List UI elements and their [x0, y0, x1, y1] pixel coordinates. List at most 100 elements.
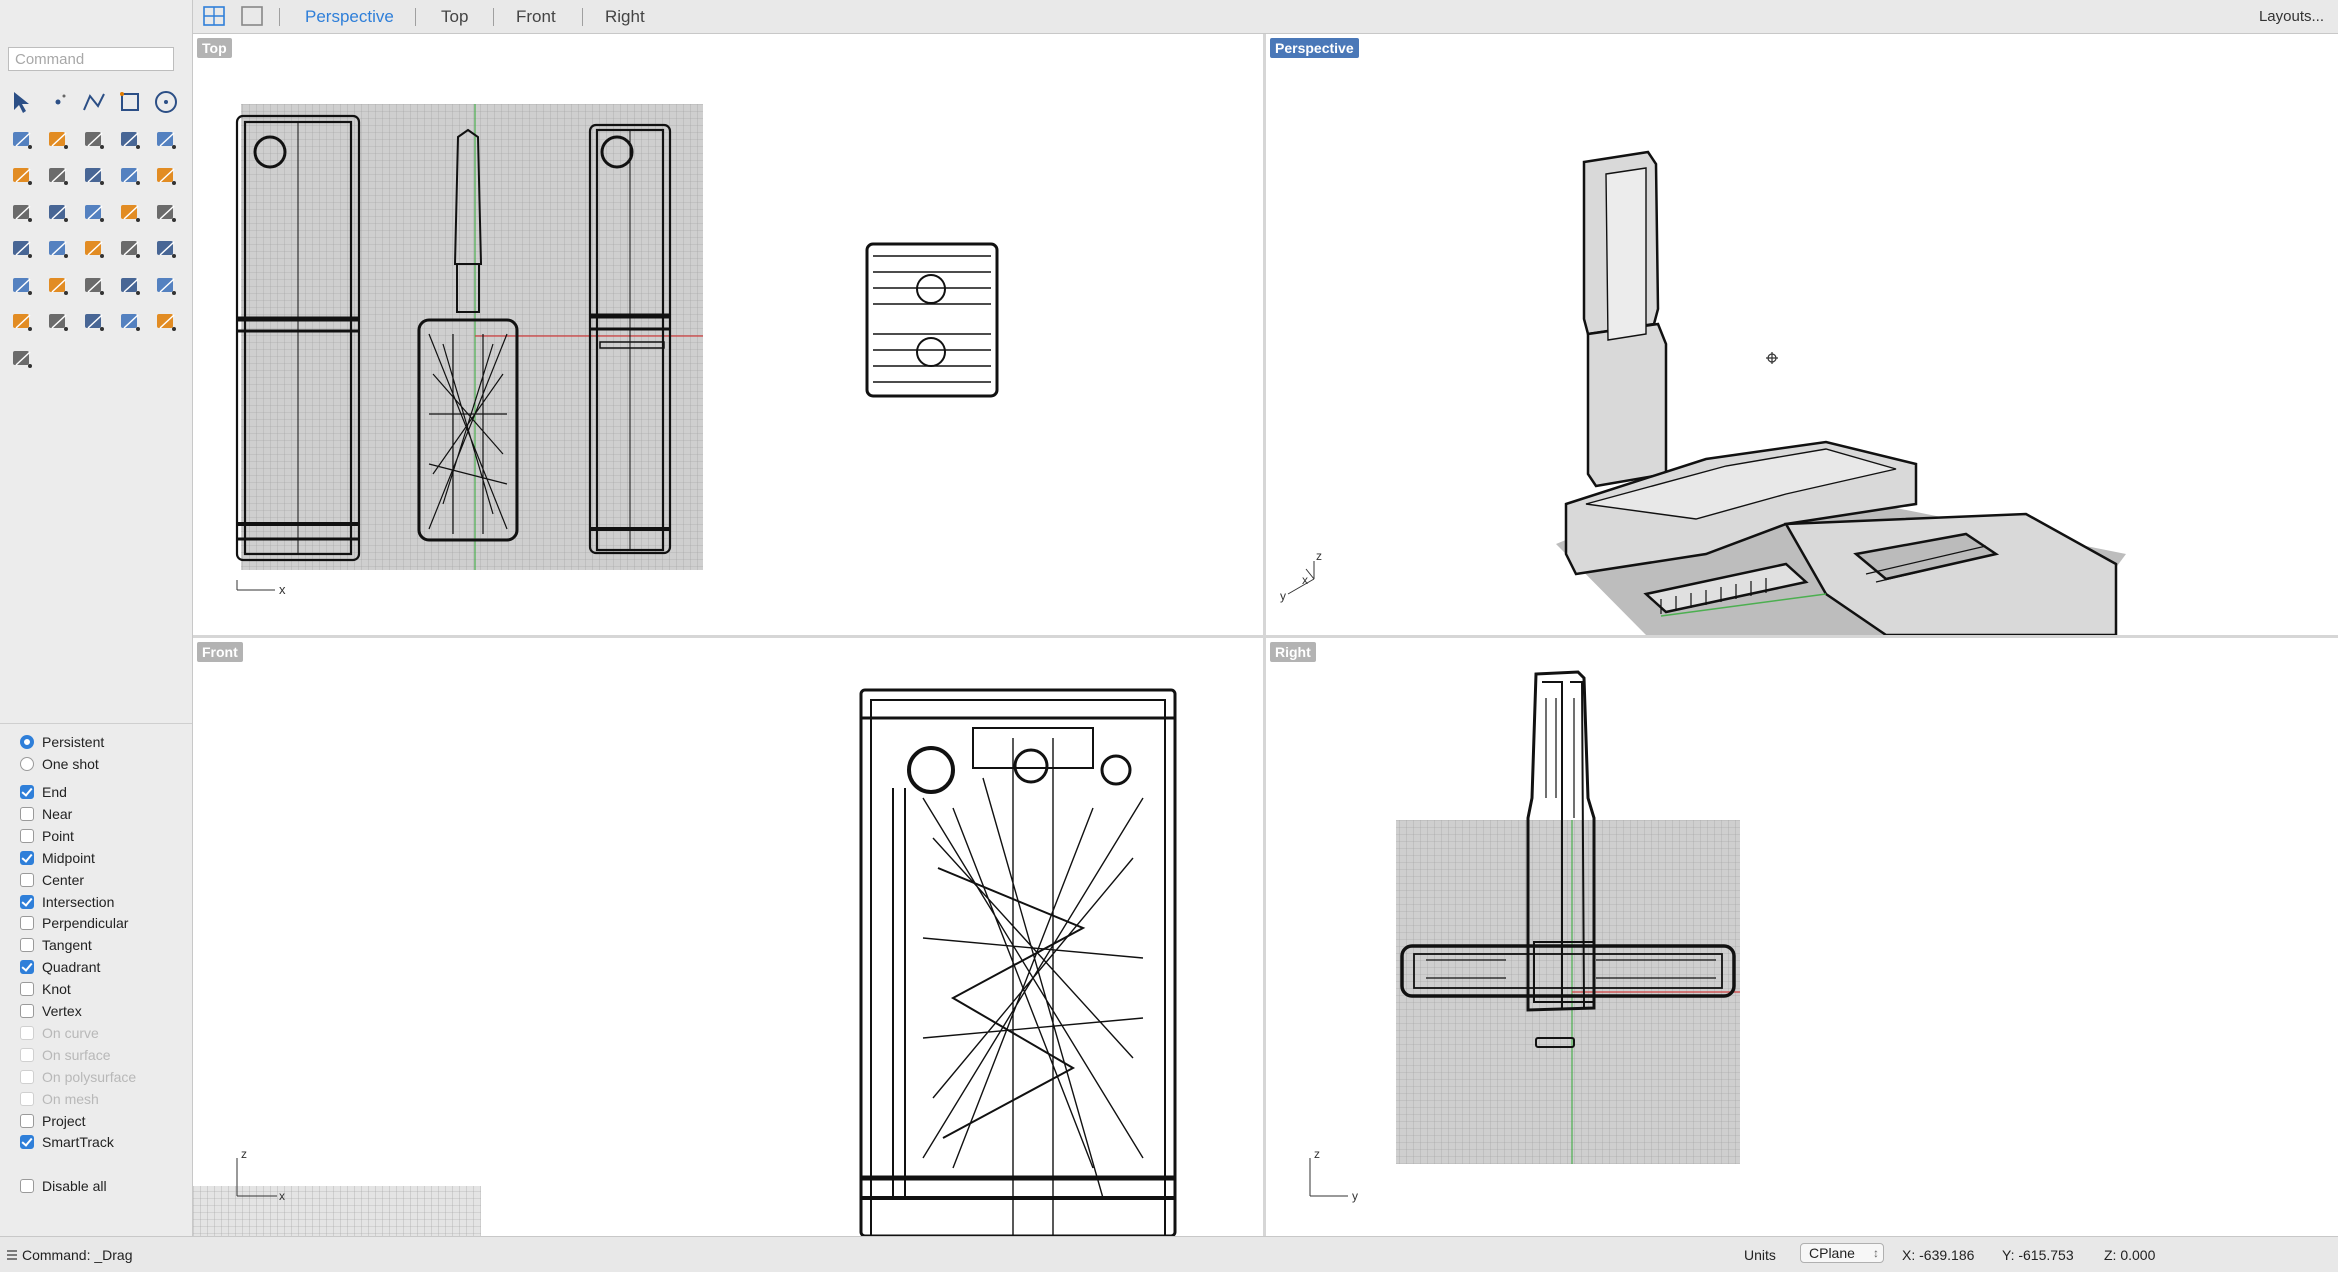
osnap-tangent[interactable]: Tangent	[20, 934, 92, 956]
osnap-smarttrack[interactable]: SmartTrack	[20, 1131, 114, 1153]
checkbox-icon[interactable]	[20, 828, 34, 843]
osnap-on-polysurface: On polysurface	[20, 1066, 136, 1088]
surface-icon[interactable]	[4, 157, 40, 194]
cylinder-icon[interactable]	[148, 157, 184, 194]
lock-icon[interactable]	[4, 230, 40, 267]
radio-icon[interactable]	[20, 735, 34, 749]
scale-icon[interactable]	[112, 230, 148, 267]
layouts-button[interactable]: Layouts...	[2258, 8, 2324, 25]
check-icon[interactable]	[112, 303, 148, 340]
four-viewport-layout-icon[interactable]	[203, 6, 225, 26]
split-icon[interactable]	[148, 194, 184, 231]
front-axis-x-label: x	[279, 1189, 285, 1203]
fillet-curve-icon[interactable]	[148, 121, 184, 158]
osnap-intersection[interactable]: Intersection	[20, 891, 114, 913]
viewport-right[interactable]: z y Right	[1266, 638, 2338, 1236]
tab-top[interactable]: Top	[441, 7, 469, 26]
osnap-mode-label: One shot	[42, 756, 99, 772]
checkbox-icon	[20, 1047, 34, 1062]
group-icon[interactable]	[40, 230, 76, 267]
osnap-perpendicular[interactable]: Perpendicular	[20, 912, 128, 934]
move-icon[interactable]	[76, 194, 112, 231]
command-history-icon[interactable]	[6, 1248, 18, 1264]
extrude-icon[interactable]	[4, 194, 40, 231]
boolean-icon[interactable]	[40, 194, 76, 231]
cplane-select[interactable]: CPlane	[1800, 1243, 1884, 1263]
osnap-near[interactable]: Near	[20, 803, 72, 825]
rectangle-icon[interactable]	[76, 121, 112, 158]
tab-perspective[interactable]: Perspective	[305, 7, 394, 26]
radio-icon[interactable]	[20, 757, 34, 771]
array-icon[interactable]	[40, 267, 76, 304]
solid-edit-icon[interactable]	[112, 267, 148, 304]
x-coordinate: X: -639.186	[1902, 1247, 1975, 1263]
viewport-perspective[interactable]: z x y Perspective	[1266, 34, 2338, 638]
dimension-icon[interactable]	[148, 267, 184, 304]
osnap-knot[interactable]: Knot	[20, 978, 71, 1000]
polygon-icon[interactable]	[112, 121, 148, 158]
osnap-on-mesh: On mesh	[20, 1088, 99, 1110]
osnap-end[interactable]: End	[20, 781, 67, 803]
trim-icon[interactable]	[112, 194, 148, 231]
osnap-project[interactable]: Project	[20, 1110, 86, 1132]
select-arrow-icon[interactable]	[4, 84, 40, 121]
checkbox-icon[interactable]	[20, 872, 34, 887]
osnap-mode-one-shot[interactable]: One shot	[20, 753, 99, 775]
checkbox-icon[interactable]	[20, 785, 34, 799]
checkbox-icon[interactable]	[20, 1135, 34, 1150]
zoom-object-icon[interactable]	[148, 303, 184, 340]
osnap-midpoint[interactable]: Midpoint	[20, 847, 95, 869]
paint-bucket-icon[interactable]	[4, 340, 40, 377]
osnap-label: On surface	[42, 1046, 111, 1063]
polyline-icon[interactable]	[76, 84, 112, 121]
osnap-mode-persistent[interactable]: Persistent	[20, 731, 104, 753]
viewport-label-right[interactable]: Right	[1270, 642, 1316, 662]
curve-icon[interactable]	[112, 84, 148, 121]
top-axis-x-label: x	[279, 582, 286, 597]
osnap-quadrant[interactable]: Quadrant	[20, 956, 100, 978]
osnap-mode-label: Persistent	[42, 734, 105, 750]
viewport-top[interactable]: x Top	[193, 34, 1266, 638]
checkbox-icon[interactable]	[20, 982, 34, 997]
osnap-vertex[interactable]: Vertex	[20, 1000, 82, 1022]
circle-icon[interactable]	[148, 84, 184, 121]
tab-front[interactable]: Front	[516, 7, 556, 26]
status-bar: Command: _Drag Units CPlane X: -639.186 …	[0, 1236, 2338, 1272]
transform-icon[interactable]	[4, 267, 40, 304]
sphere-icon[interactable]	[112, 157, 148, 194]
tab-right[interactable]: Right	[605, 7, 645, 26]
viewport-label-perspective[interactable]: Perspective	[1270, 38, 1359, 58]
command-input[interactable]	[8, 47, 174, 71]
units-button[interactable]: Units	[1744, 1247, 1776, 1263]
ellipse-icon[interactable]	[4, 121, 40, 158]
viewport-label-top[interactable]: Top	[197, 38, 232, 58]
osnap-point[interactable]: Point	[20, 825, 74, 847]
cutting-plane-icon[interactable]	[76, 267, 112, 304]
box-icon[interactable]	[76, 157, 112, 194]
viewport-label-front[interactable]: Front	[197, 642, 243, 662]
osnap-label: Perpendicular	[42, 915, 129, 932]
arc-icon[interactable]	[40, 121, 76, 158]
checkbox-icon[interactable]	[20, 806, 34, 821]
checkbox-icon[interactable]	[20, 916, 34, 931]
checkbox-icon[interactable]	[20, 938, 34, 953]
render-icon[interactable]	[76, 303, 112, 340]
rotate-icon[interactable]	[76, 230, 112, 267]
checkbox-icon[interactable]	[20, 1004, 34, 1018]
single-viewport-layout-icon[interactable]	[241, 6, 263, 26]
text-icon[interactable]	[148, 230, 184, 267]
analyze-icon[interactable]	[40, 303, 76, 340]
osnap-center[interactable]: Center	[20, 869, 84, 891]
checkbox-icon[interactable]	[20, 1113, 34, 1128]
osnap-disable-all[interactable]: Disable all	[20, 1175, 107, 1197]
persp-axis-x-label: x	[1302, 573, 1308, 587]
grid-icon[interactable]	[4, 303, 40, 340]
loft-icon[interactable]	[40, 157, 76, 194]
viewport-front[interactable]: z x Front	[193, 638, 1266, 1236]
point-icon[interactable]	[40, 84, 76, 121]
osnap-label: Near	[42, 805, 73, 822]
checkbox-icon[interactable]	[20, 850, 34, 865]
checkbox-icon[interactable]	[20, 960, 34, 975]
checkbox-icon[interactable]	[20, 894, 34, 909]
checkbox-icon[interactable]	[20, 1179, 34, 1193]
